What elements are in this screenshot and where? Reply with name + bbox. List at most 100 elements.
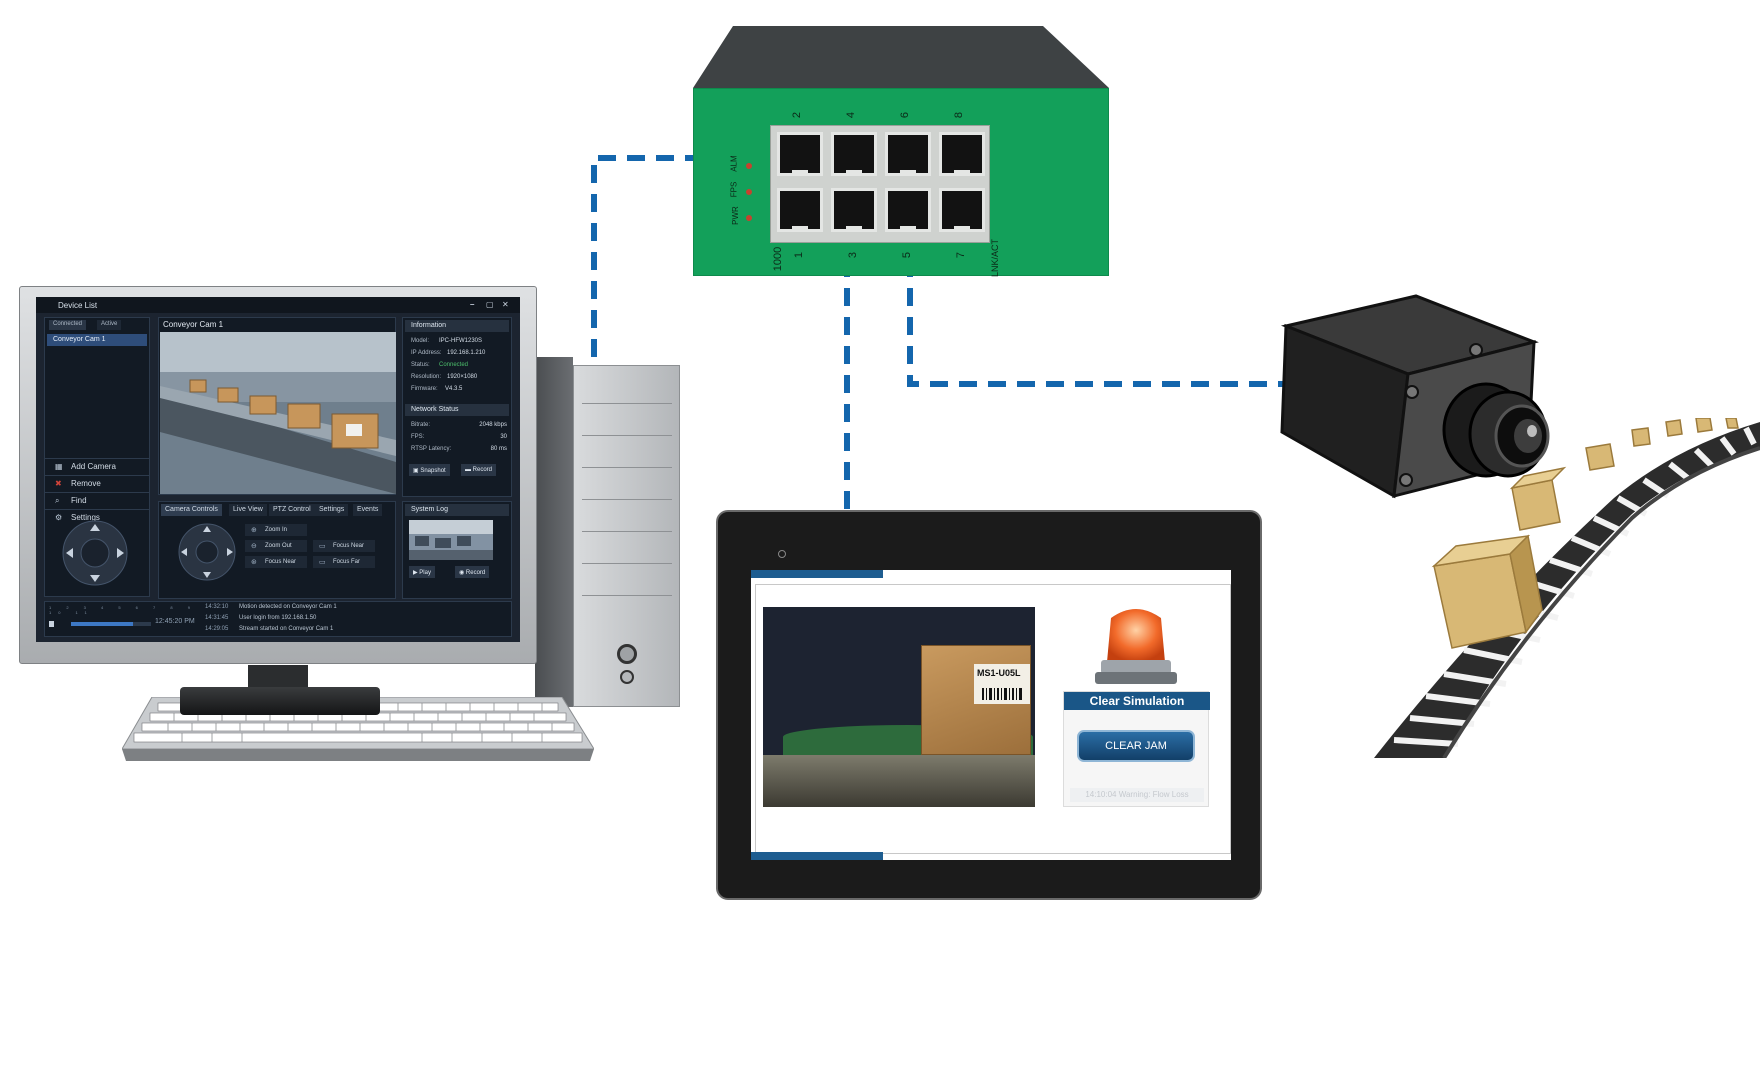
menu-settings[interactable]: ⚙ Settings [45, 509, 149, 525]
log-thumbnail-image [409, 520, 493, 560]
menu-find[interactable]: ⌕ Find [45, 492, 149, 508]
monitor-base [180, 687, 380, 715]
port-label: 3 [847, 251, 860, 259]
menu-add-camera[interactable]: ▦ Add Camera [45, 458, 149, 474]
tab-events[interactable]: Events [353, 504, 383, 516]
ethernet-port-4[interactable] [831, 132, 877, 176]
drive-bay [582, 502, 672, 532]
ptz-dpad[interactable] [50, 519, 140, 587]
port-label: LNK/ACT [990, 238, 1001, 278]
ethernet-port-2[interactable] [777, 132, 823, 176]
reset-button[interactable] [620, 670, 634, 684]
log-title: System Log [405, 504, 509, 516]
tab-camera-controls[interactable]: Camera Controls [161, 504, 222, 516]
led-label: PWR [730, 206, 740, 225]
record-button[interactable]: ▬ Record [461, 464, 497, 476]
play-button[interactable]: ▶ Play [409, 566, 435, 578]
focus-icon: ▭ [319, 543, 326, 550]
information-panel: Information Model:IPC-HFW1230S IP Addres… [402, 317, 512, 497]
info-row: Resolution:1920×1080 [411, 374, 478, 380]
ethernet-port-7[interactable] [939, 188, 985, 232]
status-leds: ALM FPS PWR [728, 149, 758, 239]
menu-remove[interactable]: ✖ Remove [45, 475, 149, 491]
tablet-hmi: MS1-U05L Clear Simulation [716, 510, 1262, 900]
ethernet-port-8[interactable] [939, 132, 985, 176]
live-video-panel: Conveyor Cam 1 [158, 317, 396, 495]
maximize-button[interactable]: ▢ [486, 300, 494, 309]
ptz-joystick[interactable] [177, 522, 237, 582]
alm-led [746, 163, 752, 169]
log-record-button[interactable]: ◉ Record [455, 566, 490, 578]
zoom-out-button[interactable]: ⊖Zoom Out [245, 540, 307, 552]
ethernet-port-6[interactable] [885, 132, 931, 176]
playback-progress[interactable] [71, 622, 151, 626]
tab-ptz-control[interactable]: PTZ Control [269, 504, 315, 516]
feed-carton: MS1-U05L [921, 645, 1031, 755]
tower-front [573, 365, 680, 707]
drive-bay [582, 406, 672, 436]
info-row: Model:IPC-HFW1230S [411, 338, 483, 344]
zoom-in-button[interactable]: ⊕Zoom In [245, 524, 307, 536]
app-title: Device List [58, 301, 98, 310]
port-label: 4 [845, 111, 858, 119]
tab-active[interactable]: Active [97, 320, 122, 330]
panel-title: Clear Simulation [1064, 692, 1210, 710]
system-log-panel: System Log ▶ Play ◉ Record [402, 501, 512, 599]
tablet-screen: MS1-U05L Clear Simulation [751, 570, 1231, 860]
playback-bar: 1 2 3 4 5 6 7 8 9 10 11 12:45:20 PM 14:3… [44, 601, 512, 637]
settings-icon: ⚙ [55, 513, 63, 522]
warehouse-feed-image [160, 332, 396, 494]
menu-label: Add Camera [71, 462, 116, 471]
monitor-screen: Device List – ▢ ✕ Connected Active Conve… [36, 297, 520, 642]
app-titlebar: Device List – ▢ ✕ [36, 297, 520, 313]
carton-label: MS1-U05L [974, 664, 1030, 704]
clear-jam-button[interactable]: CLEAR JAM [1077, 730, 1195, 762]
ethernet-port-5[interactable] [885, 188, 931, 232]
port-label: 6 [899, 111, 912, 119]
monitor-stand [248, 665, 308, 691]
led-label: FPS [729, 181, 739, 198]
feed-rail [763, 755, 1035, 807]
menu-label: Find [71, 496, 87, 505]
ethernet-port-3[interactable] [831, 188, 877, 232]
tablet-camera-icon [778, 550, 786, 558]
focus-near-button[interactable]: ⊛Focus Near [245, 556, 307, 568]
drive-bay [582, 534, 672, 564]
tower-side [535, 357, 573, 707]
conveyor-belt [1374, 418, 1760, 758]
focus-far-button[interactable]: ▭Focus Far [313, 556, 375, 568]
network-title: Network Status [405, 404, 509, 416]
tablet-content-frame [755, 584, 1231, 854]
port-block [770, 125, 990, 243]
snapshot-button[interactable]: ▣ Snapshot [409, 464, 450, 476]
focus-icon: ▭ [319, 559, 326, 566]
tab-live-view[interactable]: Live View [229, 504, 267, 516]
menu-label: Remove [71, 479, 101, 488]
port-label: 1 [793, 251, 806, 259]
status-message: 14:10:04 Warning: Flow Loss [1070, 788, 1204, 802]
network-row: RTSP Latency:80 ms [411, 446, 507, 452]
barcode-icon [982, 688, 1022, 700]
video-camera-name: Conveyor Cam 1 [163, 320, 224, 329]
port-label: 5 [901, 251, 914, 259]
find-icon: ⌕ [55, 496, 60, 505]
port-label: 8 [953, 111, 966, 119]
playback-controls[interactable] [49, 620, 73, 628]
clear-simulation-panel: Clear Simulation CLEAR JAM 14:10:04 Warn… [1063, 691, 1210, 807]
drive-bay [582, 566, 672, 596]
tab-settings[interactable]: Settings [315, 504, 349, 516]
pc-tower [535, 357, 680, 707]
port-label: 7 [955, 251, 968, 259]
minimize-button[interactable]: – [470, 300, 475, 309]
network-switch: 2 4 6 8 1000 1 3 5 7 LNK/ACT ALM FPS PWR [693, 26, 1109, 278]
tab-connected[interactable]: Connected [49, 320, 87, 330]
menu-label: Settings [71, 513, 100, 522]
power-button[interactable] [617, 644, 637, 664]
focus-near-button-2[interactable]: ▭Focus Near [313, 540, 375, 552]
device-list-item[interactable]: Conveyor Cam 1 [47, 334, 147, 346]
close-button[interactable]: ✕ [502, 300, 509, 309]
focus-icon: ⊛ [251, 559, 257, 566]
ethernet-port-1[interactable] [777, 188, 823, 232]
keyboard [122, 697, 594, 761]
